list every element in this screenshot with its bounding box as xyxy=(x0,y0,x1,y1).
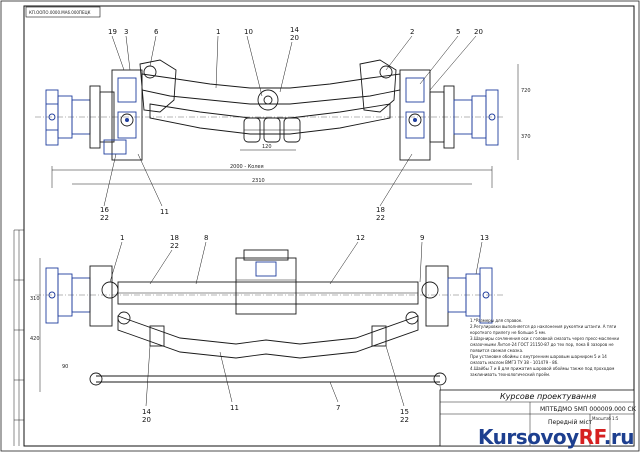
pos-label: 15 xyxy=(400,408,409,416)
drawing-frame xyxy=(23,5,635,447)
watermark-part-3: .ru xyxy=(603,425,635,449)
pos-label: 22 xyxy=(400,416,409,424)
pos-label: 12 xyxy=(356,234,365,242)
pos-label: 11 xyxy=(160,208,169,216)
pos-label: 14 xyxy=(142,408,151,416)
pos-label: 3 xyxy=(124,28,128,36)
note-line: смазочными Литол-24 ГОСТ 21150-87 до тех… xyxy=(470,342,614,347)
note-line: заклинивать технологический проём. xyxy=(470,372,550,377)
dim-total-width: 2310 xyxy=(252,178,265,184)
pos-label: 1 xyxy=(120,234,124,242)
pos-label: 16 xyxy=(100,206,109,214)
dim-right-2: 370 xyxy=(521,134,531,140)
pos-label: 20 xyxy=(142,416,151,424)
dim-center: 120 xyxy=(262,144,272,150)
pos-label: 7 xyxy=(336,404,340,412)
title-block-mass-label: Масштаб xyxy=(592,416,612,421)
pos-label: 8 xyxy=(204,234,208,242)
dim-left-a: 310 xyxy=(30,296,40,302)
top-view-labels: 19 3 6 1 10 14 20 2 5 20 11 16 22 18 22 xyxy=(100,26,483,222)
pos-label: 9 xyxy=(420,234,424,242)
pos-label: 22 xyxy=(100,214,109,222)
pos-label: 22 xyxy=(170,242,179,250)
pos-label: 11 xyxy=(230,404,239,412)
watermark-part-2: RF xyxy=(578,425,605,449)
front-view: 310 420 90 xyxy=(30,249,505,392)
note-line: появится свежая смазка. xyxy=(470,348,523,353)
pos-label: 14 xyxy=(290,26,299,34)
title-block: Курсове проектування МПТБДМО 5МП 000009.… xyxy=(439,389,637,447)
dim-track-width: 2000 - Колея xyxy=(230,164,264,170)
site-watermark: KursovoyRF.ru xyxy=(477,425,635,449)
front-view-labels: 1 18 22 8 12 13 9 11 7 14 20 15 22 4 xyxy=(109,234,489,424)
pos-label: 22 xyxy=(376,214,385,222)
dim-left-b: 420 xyxy=(30,336,40,342)
pos-label: 10 xyxy=(244,28,253,36)
title-block-title: Курсове проектування xyxy=(500,392,596,401)
title-block-part-name: Передній міст xyxy=(548,419,593,426)
title-block-scale: 1:5 xyxy=(612,416,619,421)
title-block-doc-number: МПТБДМО 5МП 000009.000 СК xyxy=(540,406,637,413)
pos-label: 18 xyxy=(170,234,179,242)
stamp-code-box xyxy=(25,6,101,18)
pos-label: 20 xyxy=(474,28,483,36)
note-line: 2.Регулировки выполняется до наклонения … xyxy=(470,324,617,329)
pos-label: 18 xyxy=(376,206,385,214)
pos-label: 2 xyxy=(410,28,414,36)
pos-label: 1 xyxy=(216,28,220,36)
note-line: 3.Шарниры сочленения оси с головкой смаз… xyxy=(470,336,619,341)
top-view: 2000 - Колея 2310 120 720 370 xyxy=(35,59,531,188)
stamp-code: КП.ООПО.0000.МА6.000ПЕЦК xyxy=(29,10,91,15)
pos-label: 6 xyxy=(154,28,159,36)
note-line: короткого прилегу не больше 5 мм. xyxy=(470,330,546,335)
note-line: При установке обоймы с внутренним шаровы… xyxy=(470,354,607,359)
pos-label: 20 xyxy=(290,34,299,42)
pos-label: 13 xyxy=(480,234,489,242)
pos-label: 5 xyxy=(456,28,460,36)
watermark-part-1: Kursovoy xyxy=(477,425,579,449)
dim-right-1: 720 xyxy=(521,88,531,94)
note-line: 1.*Размеры для справок. xyxy=(470,318,523,323)
dim-left-c: 90 xyxy=(62,364,68,370)
pos-label: 19 xyxy=(108,28,117,36)
note-line: 4.Шайбы 7 и 8 для прижатия шаровой обойм… xyxy=(470,366,614,371)
technical-notes: 1.*Размеры для справок. 2.Регулировки вы… xyxy=(470,318,619,377)
note-line: смазать маслом ВМГЗ ТУ 38 - 101479 - 86. xyxy=(470,360,558,365)
